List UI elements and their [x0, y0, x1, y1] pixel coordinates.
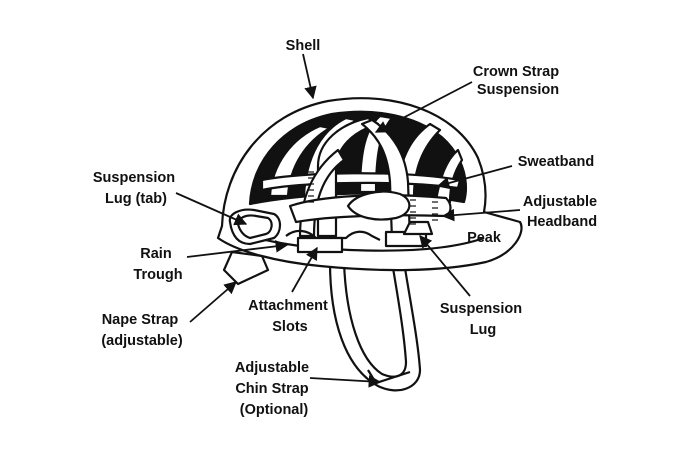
leader-shell	[302, 53, 317, 100]
leader-chin-strap	[309, 375, 382, 388]
label-rain-trough: Rain Trough	[133, 246, 182, 283]
label-attachment-slots: Attachment Slots	[248, 298, 332, 335]
suspension-lug	[402, 220, 434, 236]
leader-lines	[175, 53, 521, 388]
chin-strap	[328, 261, 422, 392]
helmet-illustration	[216, 97, 523, 392]
attachment-slot	[296, 236, 344, 254]
leader-crown-strap	[374, 81, 473, 133]
leader-attachment-slots	[291, 246, 318, 293]
leader-lug-tab	[175, 192, 248, 226]
label-adjustable-headband: Adjustable Headband	[523, 194, 601, 230]
leader-headband	[441, 208, 521, 222]
label-peak: Peak	[467, 230, 502, 246]
label-chin-strap: Adjustable Chin Strap (Optional)	[235, 360, 313, 418]
leader-rain-trough	[186, 240, 289, 258]
label-crown-strap: Crown Strap Suspension	[473, 64, 563, 98]
leader-suspension-lug	[419, 235, 471, 297]
label-suspension-lug: Suspension Lug	[440, 301, 526, 338]
label-suspension-lug-tab: Suspension Lug (tab)	[93, 170, 179, 207]
leader-nape-strap	[189, 281, 237, 323]
label-shell: Shell	[286, 38, 321, 54]
label-sweatband: Sweatband	[518, 154, 595, 170]
labels: Shell Crown Strap Suspension Sweatband S…	[93, 38, 601, 418]
leader-sweatband	[436, 165, 513, 190]
strap-ticks	[308, 171, 438, 225]
label-nape-strap: Nape Strap (adjustable)	[101, 312, 183, 349]
rain-trough	[285, 229, 381, 241]
